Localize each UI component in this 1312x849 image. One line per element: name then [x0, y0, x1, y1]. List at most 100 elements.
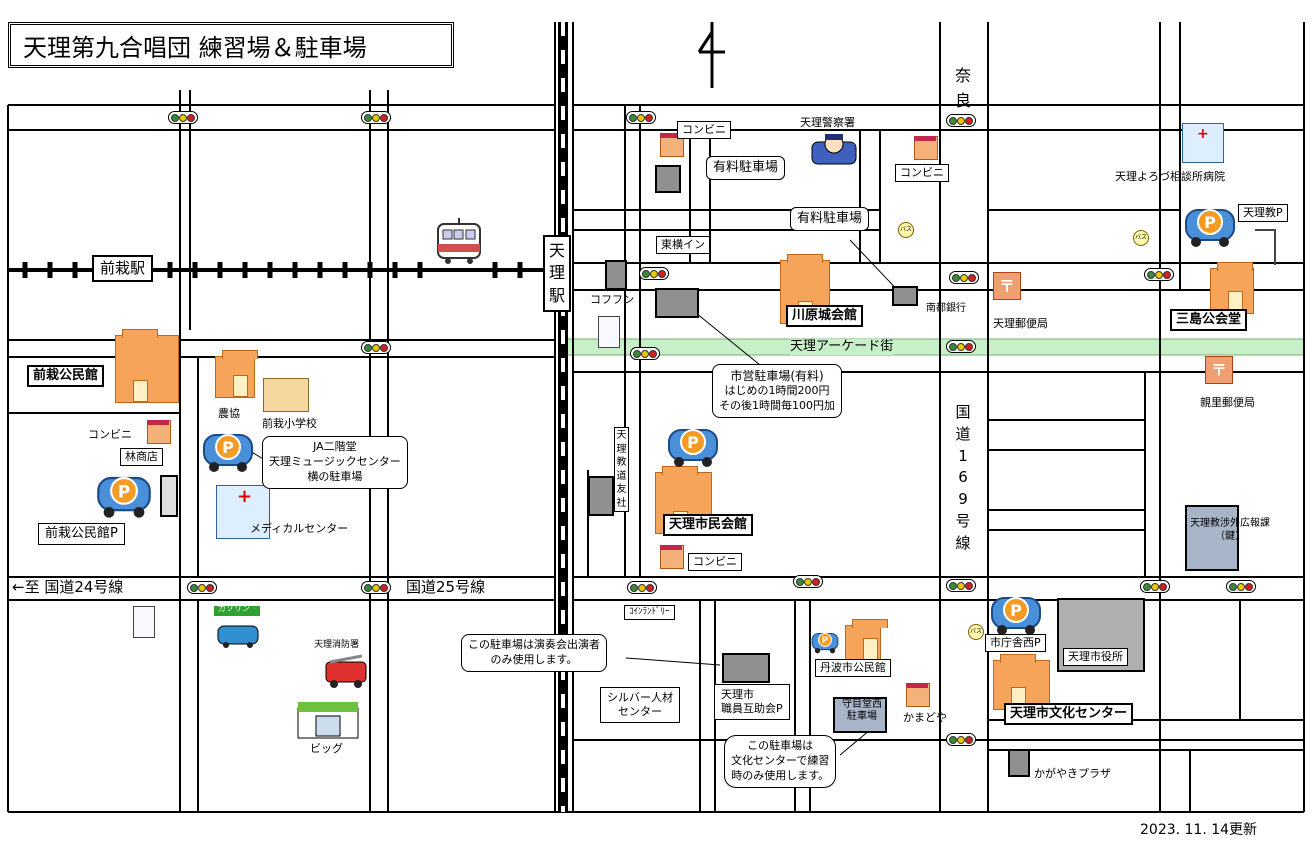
moriya-p-label: 守目堂西 駐車場 [842, 699, 882, 722]
tenrikyo-office-lot [1185, 505, 1239, 571]
municipal-parking-callout: 市営駐車場(有料) はじめの1時間200円 その後1時間毎100円加 [712, 364, 842, 418]
police-icon [811, 134, 857, 165]
traffic-light-icon [1226, 580, 1256, 593]
route169-label: 国 道 1 6 9 号 線 [955, 403, 971, 552]
police-label: 天理警察署 [800, 116, 855, 129]
gasoline-label: ガソリン [218, 604, 250, 613]
toyoko-inn-label: 東横イン [656, 236, 710, 254]
svg-text:P: P [687, 433, 699, 452]
city-hall-label: 天理市役所 [1063, 648, 1128, 666]
performers-parking-callout: この駐車場は演奏会出演者 のみ使用します。 [461, 634, 607, 672]
convenience-store-icon [914, 136, 938, 160]
traffic-light-icon [793, 575, 823, 588]
hayashi-label: 林商店 [120, 448, 163, 466]
parking-icon: P [203, 434, 253, 472]
traffic-light-icon [187, 581, 217, 594]
convenience-label: コンビニ [88, 428, 132, 441]
svg-text:P: P [1010, 601, 1022, 620]
parking-icon: P [991, 597, 1041, 635]
doyusha-lot [588, 476, 614, 516]
traffic-light-icon [639, 267, 669, 280]
tenri-station-label: 天 理 駅 [543, 235, 572, 313]
kamadoya-label: かまどや [903, 711, 947, 724]
route24-label: ←至 国道24号線 [12, 578, 124, 596]
convenience-store-icon [906, 683, 930, 707]
traffic-light-icon [946, 733, 976, 746]
paid-parking-label-2: 有料駐車場 [790, 207, 870, 232]
traffic-light-icon [361, 111, 391, 124]
gas-station-icon [133, 606, 155, 638]
kawaharajo-hall-label: 川原城会館 [786, 305, 864, 328]
city-west-p-label: 市庁舎西P [985, 634, 1046, 652]
tanbaichi-hall-icon [845, 619, 888, 661]
bus-stop-icon: バス [1133, 230, 1149, 246]
arcade-label: 天理アーケード街 [790, 339, 894, 355]
parking-icon: P [1185, 209, 1235, 247]
hayashi-lot [160, 475, 178, 517]
convenience-label: コンビニ [688, 553, 742, 571]
post-office-icon: 〒 [1205, 356, 1233, 384]
gas-station-icon [598, 316, 620, 348]
kagayaki-label: かがやきプラザ [1034, 767, 1111, 780]
traffic-light-icon [946, 579, 976, 592]
tanbaichi-hall-label: 丹波市公民館 [815, 659, 891, 677]
nokyo-icon [215, 350, 258, 398]
bus-stop-icon: バス [898, 222, 914, 238]
post-office-icon: 〒 [993, 272, 1021, 300]
coin-laundry-label: ｺｲﾝﾗﾝﾄﾞﾘｰ [624, 605, 675, 621]
tenri-culture-center-label: 天理市文化センター [1004, 703, 1134, 726]
nanto-bank-lot [892, 286, 918, 306]
big-label: ビッグ [310, 742, 343, 755]
traffic-light-icon [1140, 580, 1170, 593]
senzai-hall-p-label: 前栽公民館P [38, 523, 125, 546]
traffic-light-icon [630, 347, 660, 360]
paid-parking-lot [655, 165, 681, 193]
route25-label: 国道25号線 [406, 578, 486, 596]
hospital-icon: + [216, 485, 270, 539]
moriya-parking-lot [833, 697, 887, 733]
arcade-road [559, 338, 1305, 356]
train-icon [437, 218, 481, 264]
convenience-label: コンビニ [895, 164, 949, 182]
mishima-hall-icon [1210, 262, 1254, 314]
ja-parking-callout: JA二階堂 天理ミュージックセンター 横の駐車場 [262, 436, 408, 489]
traffic-light-icon [949, 271, 979, 284]
oyasato-post-label: 親里郵便局 [1200, 396, 1255, 409]
hospital-label: 天理よろづ相談所病院 [1115, 170, 1225, 183]
convenience-store-icon [147, 420, 171, 444]
practice-parking-callout: この駐車場は 文化センターで練習 時のみ使用します。 [724, 735, 837, 788]
staff-parking-lot [722, 653, 770, 683]
senzai-school-label: 前栽小学校 [262, 417, 317, 430]
tenri-citizen-hall-label: 天理市民会館 [663, 514, 754, 537]
tenri-station-lot [605, 260, 627, 290]
traffic-light-icon [361, 341, 391, 354]
municipal-parking-title: 市営駐車場(有料) [730, 369, 824, 383]
svg-text:P: P [118, 482, 131, 502]
municipal-parking-line1: はじめの1時間200円 [724, 384, 830, 398]
parking-icon: P [811, 632, 839, 654]
traffic-light-icon [946, 340, 976, 353]
traffic-light-icon [626, 111, 656, 124]
kagayaki-lot [1008, 749, 1030, 777]
nanto-bank-label: 南都銀行 [926, 303, 966, 314]
mishima-hall-label: 三島公会堂 [1170, 309, 1248, 332]
convenience-label: コンビニ [677, 121, 731, 139]
update-date: 2023. 11. 14更新 [1140, 822, 1258, 838]
medical-label: メディカルセンター [250, 522, 349, 535]
senzai-hall-icon [115, 329, 179, 403]
traffic-light-icon [627, 581, 657, 594]
convenience-store-icon [660, 133, 684, 157]
fire-label: 天理消防署 [314, 640, 360, 650]
gasoline-station-icon [214, 606, 260, 648]
hospital-icon: + [1182, 123, 1224, 163]
north-arrow-icon [697, 22, 725, 88]
parking-icon: P [668, 429, 718, 467]
tenrikyo-p-label: 天理教P [1238, 204, 1288, 222]
nara-label: 奈 良 [954, 66, 971, 110]
municipal-parking-line2: その後1時間毎100円加 [719, 399, 835, 413]
traffic-light-icon [361, 581, 391, 594]
map-title: 天理第九合唱団 練習場＆駐車場 [8, 22, 454, 68]
svg-text:P: P [1204, 213, 1216, 232]
